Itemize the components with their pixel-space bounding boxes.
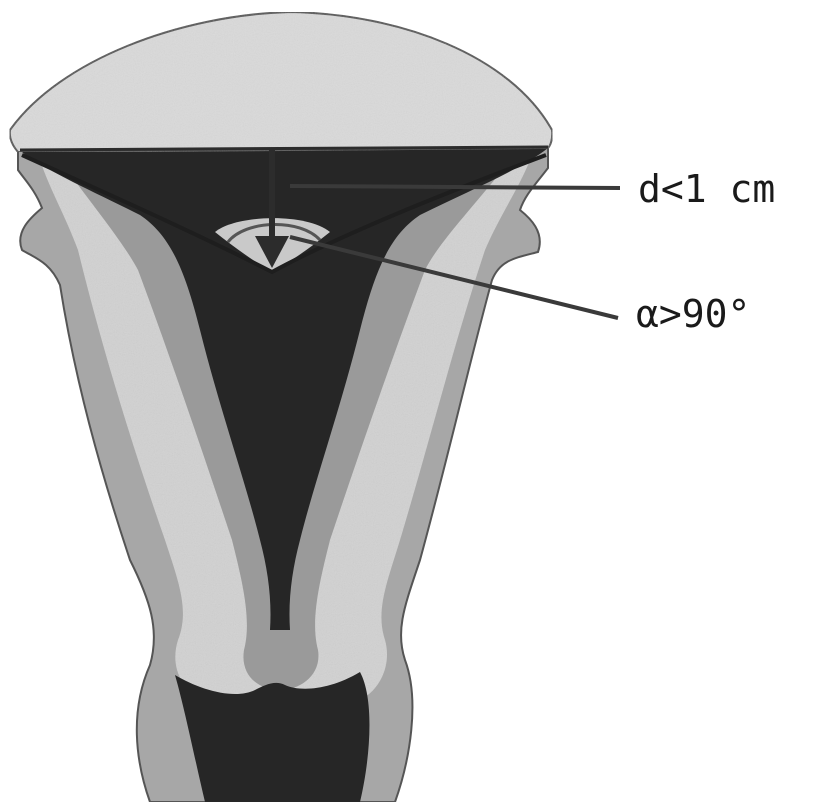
distance-pointer-line [290, 186, 620, 188]
angle-label: α>90° [636, 292, 750, 336]
fundus-dome [10, 12, 552, 152]
distance-label: d<1 cm [638, 167, 775, 211]
cervical-canal [175, 672, 369, 802]
